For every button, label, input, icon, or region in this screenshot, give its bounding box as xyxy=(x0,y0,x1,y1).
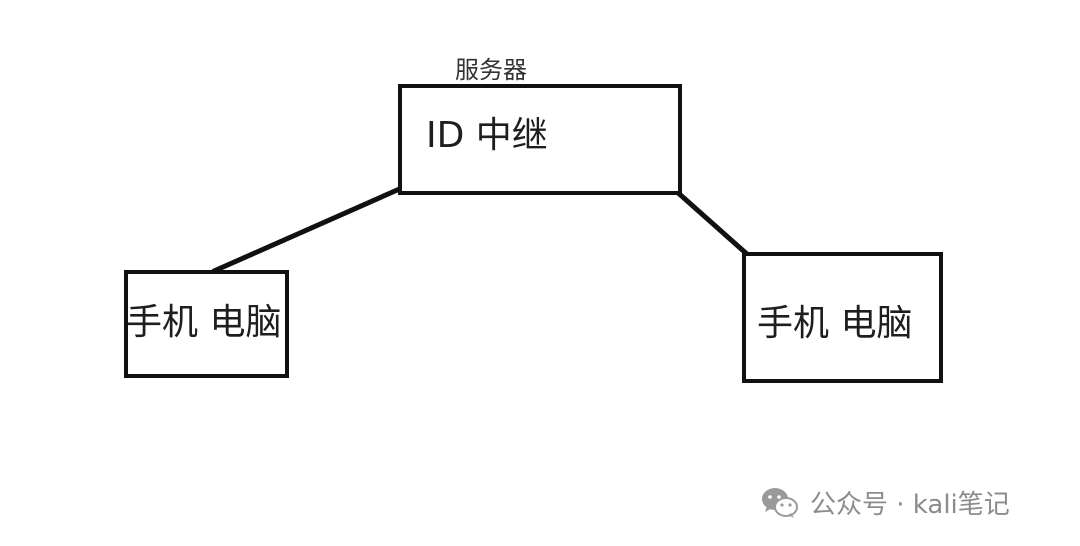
right-device-label: 手机 电脑 xyxy=(757,303,913,344)
right-device-box xyxy=(742,252,943,383)
watermark: 公众号 · kali笔记 xyxy=(760,484,1010,521)
server-caption: 服务器 xyxy=(455,56,527,84)
connector-line-left xyxy=(211,184,407,274)
left-device-box xyxy=(124,270,289,378)
left-device-label: 手机 电脑 xyxy=(126,302,282,343)
watermark-text: 公众号 · kali笔记 xyxy=(810,490,1010,520)
connector-line-right xyxy=(673,188,751,258)
server-box xyxy=(398,84,682,195)
server-label: ID 中继 xyxy=(426,115,548,156)
wechat-icon xyxy=(762,487,798,518)
